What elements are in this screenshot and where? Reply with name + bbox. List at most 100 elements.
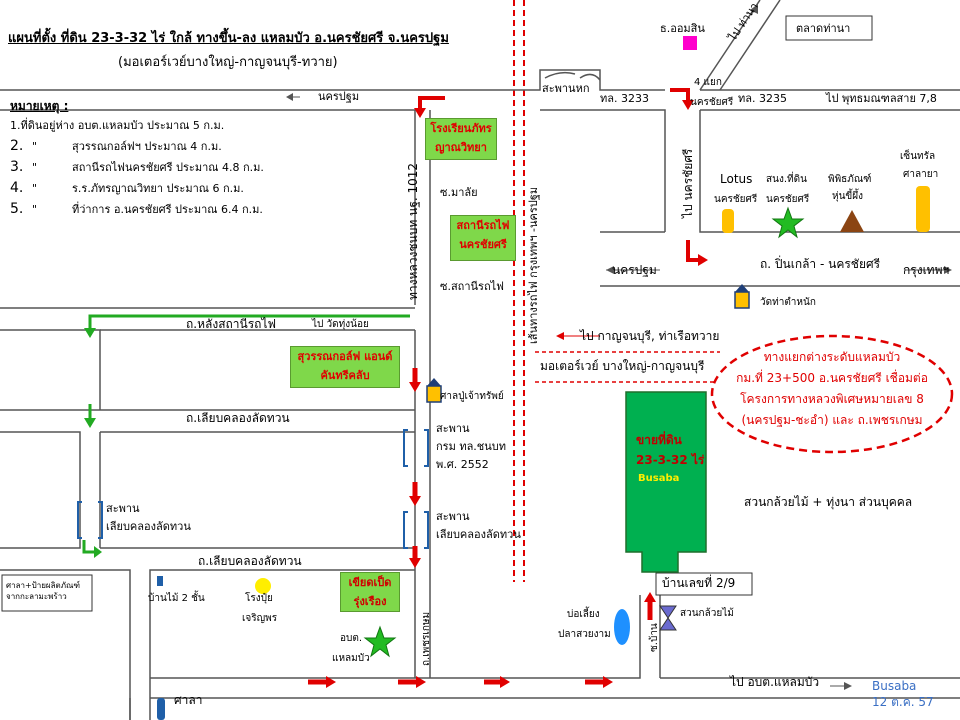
label-lotus: Lotus [720,172,753,186]
box-suwan-golf: สุวรรณกอล์ฟ แอนด์ คันทรีคลับ [290,346,400,388]
label-pinklao-rd: ถ. ปิ่นเกล้า - นครชัยศรี [760,257,881,271]
note-item: 2."สุวรรณกอล์ฟฯ ประมาณ 4 ก.ม. [10,136,264,157]
hourglass-icon [659,605,677,631]
note-num: 4. [10,180,24,196]
bridge2-bracket-right [424,511,429,549]
route-arrow-7-head [326,676,336,688]
callout-line: กม.ที่ 23+500 อ.นครชัยศรี เชื่อมต่อ [736,371,928,385]
bridge1-bracket-left [403,429,408,467]
circle-icon [255,578,271,594]
label-to-obt: ไป อบต.แหลมบัว [730,675,820,689]
road-liap-2-east [149,569,415,720]
label-hwy1012: ทางหลวงชนบท นฐ. 1012 [406,162,420,300]
label-4-yaek: 4 แยก [694,77,722,88]
label-nakhon-pathom-top: นครปฐม [318,90,360,103]
label-central: เซ็นทรัล [900,151,936,162]
label-saphan-hok: สะพานหก [542,82,590,95]
label-so-malai: ซ.มาลัย [440,186,478,199]
label-to-kanchanaburi: ไป กาญจนบุรี, ท่าเรือทวาย [580,329,720,343]
label-nakhon-pathom-mid: นครปฐม [612,263,657,277]
pond-marker [614,609,630,645]
label-bridge3-sub: เลียบคลองลัดทวน [106,520,191,533]
bank-marker [683,36,697,50]
label-bridge3: สะพาน [106,502,140,515]
note-num: 5. [10,201,24,217]
sala-marker [157,698,165,720]
callout-ellipse [710,334,954,454]
route-arrow-5-head [409,496,421,506]
arrow-kanchanaburi-head [556,332,564,340]
saphan-hok-curve [579,73,601,81]
route-arrow-6-head [409,558,421,568]
route-arrow-9-head [500,676,510,688]
note-ditto: " [32,182,38,195]
box-phattharayan: โรงเรียนภัทรญาณวิทยา [425,118,497,160]
label-museum-sub: หุ่นขี้ผึ้ง [832,191,864,202]
label-so-station: ซ.สถานีรถไฟ [440,280,504,293]
label-obt: อบต. [340,633,363,644]
saphan-hok-curve2 [544,71,576,79]
label-bridge1-sub2: พ.ศ. 2552 [436,458,489,471]
bridge1-bracket-right [424,429,429,467]
label-sanam: สนง.ที่ดิน [766,174,807,185]
label-lotus-sub: นครชัยศรี [714,194,758,205]
road-top-upper [0,69,665,91]
bridge3-bracket-right [98,501,103,539]
lotus-marker [722,209,734,233]
notes-heading: หมายเหตุ : [10,99,69,113]
green-route-2-head [84,418,96,428]
note-item: 3."สถานีรถไฟนครชัยศรี ประมาณ 4.8 ก.ม. [10,157,264,178]
label-wat-tha-tamnak: วัดท่าตำหนัก [760,297,816,308]
signature: Busaba [872,679,917,693]
map-title: แผนที่ตั้ง ที่ดิน 23-3-32 ไร่ ใกล้ ทางขึ… [8,31,449,46]
label-to-phutthamonthon: ไป พุทธมณฑลสาย 7,8 [826,92,937,105]
market-box [785,15,873,41]
note-text: ที่ดินอยู่ห่าง อบต.แหลมบัว ประมาณ 5 ก.ม. [20,119,225,132]
obt-star-icon [363,625,397,658]
label-sala-shop: ศาลา+ป้ายผลิตภัณฑ์จากกะลามะพร้าว [6,581,81,601]
label-orchard: สวนกล้วยไม้ + ทุ่งนา ส่วนบุคคล [744,495,913,509]
house-no-box [655,572,753,596]
note-ditto: " [32,203,38,216]
green-route-1 [88,314,410,330]
label-to-nakhon-chaisri: ไป นครชัยศรี [681,148,695,218]
label-bridge1-sub1: กรม ทล.ชนบท [436,440,507,453]
land-size: 23-3-32 ไร่ [636,453,705,467]
route-arrow-3 [686,240,700,262]
bridge3-bracket-left [77,501,82,539]
road-lang-station-south [0,329,101,410]
label-soi-ban: ซ.บ้าน [649,623,660,652]
note-item: 4."ร.ร.ภัทรญาณวิทยา ประมาณ 6 ก.ม. [10,178,264,199]
note-text: สถานีรถไฟนครชัยศรี ประมาณ 4.8 ก.ม. [72,161,264,174]
callout-line: ทางแยกต่างระดับแหลมบัว [763,350,901,364]
label-liap-khlong-rd1: ถ.เลียบคลองลัดทวน [186,411,290,425]
arrow-west-top-head [286,93,293,101]
note-num: 2. [10,138,24,154]
temple-icon [734,284,750,309]
road-thanam-right [719,0,781,91]
callout-line: โครงการทางหลวงพิเศษหมายเลข 8 [740,392,924,406]
box-station: สถานีรถไฟนครชัยศรี [450,215,516,261]
label-house-no: บ้านเลขที่ 2/9 [662,576,736,590]
land-title: ขายที่ดิน [636,433,682,447]
note-ditto: " [32,161,38,174]
house-marker [157,576,163,586]
road-bottom [150,595,641,679]
central-marker [916,186,930,232]
label-orchid: สวนกล้วยไม้ [680,608,734,619]
callout-text: ทางแยกต่างระดับแหลมบัว กม.ที่ 23+500 อ.น… [722,347,942,431]
route-arrow-1-head [414,108,426,118]
route-arrow-8-head [416,676,426,688]
label-bangkok: กรุงเทพฯ [903,263,950,277]
green-route-3-head [94,546,102,558]
label-rong-pui-sub: เจริญพร [242,613,278,624]
sala-shop-box [1,574,93,612]
road-top-left [0,109,416,305]
bridge2-bracket-left [403,511,408,549]
route-arrow-4-head [409,382,421,392]
label-lang-station-rd: ถ.หลังสถานีรถไฟ [186,317,276,331]
label-nakhon-chaisri-jn: นครชัยศรี [690,97,734,108]
route-arrow-1 [418,96,445,110]
note-text: สุวรรณกอล์ฟฯ ประมาณ 4 ก.ม. [72,140,222,153]
label-bridge2: สะพาน [436,510,470,523]
